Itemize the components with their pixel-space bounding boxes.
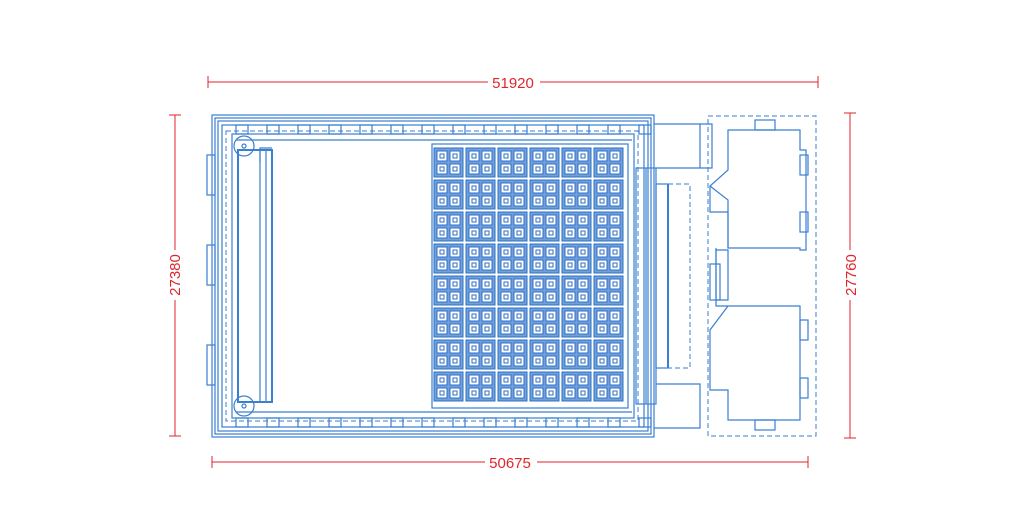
ceiling-coffer bbox=[593, 179, 624, 210]
ceiling-coffer bbox=[593, 275, 624, 306]
ceiling-coffer bbox=[433, 211, 464, 242]
pier bbox=[359, 417, 373, 428]
pier bbox=[266, 417, 280, 428]
ceiling-coffer bbox=[497, 275, 528, 306]
ceiling-coffer bbox=[593, 307, 624, 338]
dimension-left: 27380 bbox=[165, 114, 185, 437]
ceiling-coffer bbox=[433, 371, 464, 402]
pier bbox=[545, 417, 559, 428]
ceiling-coffer bbox=[433, 339, 464, 370]
pier bbox=[576, 124, 590, 135]
ceiling-coffer bbox=[433, 275, 464, 306]
ceiling-coffer bbox=[529, 147, 560, 178]
pier bbox=[297, 124, 311, 135]
pier bbox=[359, 124, 373, 135]
spiral-stair-bottom bbox=[233, 395, 255, 417]
dimension-right: 27760 bbox=[840, 112, 860, 439]
ceiling-coffer bbox=[465, 243, 496, 274]
pier bbox=[514, 417, 528, 428]
ceiling-coffer bbox=[561, 179, 592, 210]
ceiling-coffer bbox=[593, 147, 624, 178]
pier bbox=[328, 417, 342, 428]
ceiling-coffer bbox=[593, 211, 624, 242]
pier bbox=[328, 124, 342, 135]
ceiling-coffer bbox=[529, 211, 560, 242]
ceiling-coffer bbox=[561, 371, 592, 402]
pier bbox=[452, 124, 466, 135]
dimension-bottom-label: 50675 bbox=[489, 455, 531, 472]
pier bbox=[514, 124, 528, 135]
ceiling-coffer bbox=[497, 179, 528, 210]
ceiling-coffer bbox=[561, 339, 592, 370]
pier bbox=[297, 417, 311, 428]
ceiling-coffer bbox=[529, 339, 560, 370]
pier bbox=[576, 417, 590, 428]
ceiling-coffer bbox=[561, 275, 592, 306]
ceiling-coffer-grid bbox=[433, 147, 624, 402]
ceiling-coffer bbox=[561, 211, 592, 242]
pier bbox=[266, 124, 280, 135]
dimension-bottom: 50675 bbox=[211, 452, 809, 472]
ceiling-coffer bbox=[433, 147, 464, 178]
ceiling-coffer bbox=[433, 243, 464, 274]
ceiling-coffer bbox=[465, 147, 496, 178]
ceiling-coffer bbox=[593, 339, 624, 370]
pier bbox=[235, 417, 249, 428]
ceiling-coffer bbox=[465, 179, 496, 210]
ceiling-coffer bbox=[529, 179, 560, 210]
ceiling-coffer bbox=[433, 307, 464, 338]
pier bbox=[638, 124, 652, 135]
dimension-top-label: 51920 bbox=[492, 75, 534, 92]
pier bbox=[421, 417, 435, 428]
pier bbox=[545, 124, 559, 135]
ceiling-coffer bbox=[561, 243, 592, 274]
pier bbox=[607, 417, 621, 428]
ceiling-coffer bbox=[529, 307, 560, 338]
pier bbox=[452, 417, 466, 428]
ceiling-coffer bbox=[497, 243, 528, 274]
ceiling-coffer bbox=[497, 339, 528, 370]
ceiling-coffer bbox=[433, 179, 464, 210]
ceiling-coffer bbox=[465, 339, 496, 370]
ceiling-coffer bbox=[529, 275, 560, 306]
ceiling-coffer bbox=[497, 147, 528, 178]
pier bbox=[390, 417, 404, 428]
ceiling-coffer bbox=[561, 147, 592, 178]
ceiling-coffer bbox=[465, 307, 496, 338]
wall-piers bbox=[235, 124, 652, 428]
pier bbox=[390, 124, 404, 135]
ceiling-coffer bbox=[497, 371, 528, 402]
ceiling-coffer bbox=[497, 307, 528, 338]
pier bbox=[638, 417, 652, 428]
pier bbox=[421, 124, 435, 135]
pier bbox=[235, 124, 249, 135]
pier bbox=[483, 417, 497, 428]
ceiling-coffer bbox=[561, 307, 592, 338]
dimension-top: 51920 bbox=[207, 72, 819, 92]
ceiling-coffer bbox=[593, 243, 624, 274]
coffer-zone-frame bbox=[431, 143, 629, 409]
lobby-corridor bbox=[635, 123, 701, 429]
stage-area bbox=[237, 147, 273, 403]
ceiling-coffer bbox=[497, 211, 528, 242]
dimension-left-label: 27380 bbox=[167, 254, 184, 296]
ceiling-coffer bbox=[593, 371, 624, 402]
dimension-right-label: 27760 bbox=[843, 254, 860, 296]
pier bbox=[483, 124, 497, 135]
annex-building bbox=[700, 115, 817, 437]
ceiling-coffer bbox=[529, 371, 560, 402]
ceiling-coffer bbox=[465, 275, 496, 306]
ceiling-coffer bbox=[465, 371, 496, 402]
spiral-stair-top bbox=[233, 135, 255, 157]
ceiling-coffer bbox=[465, 211, 496, 242]
pier bbox=[607, 124, 621, 135]
ceiling-coffer bbox=[529, 243, 560, 274]
